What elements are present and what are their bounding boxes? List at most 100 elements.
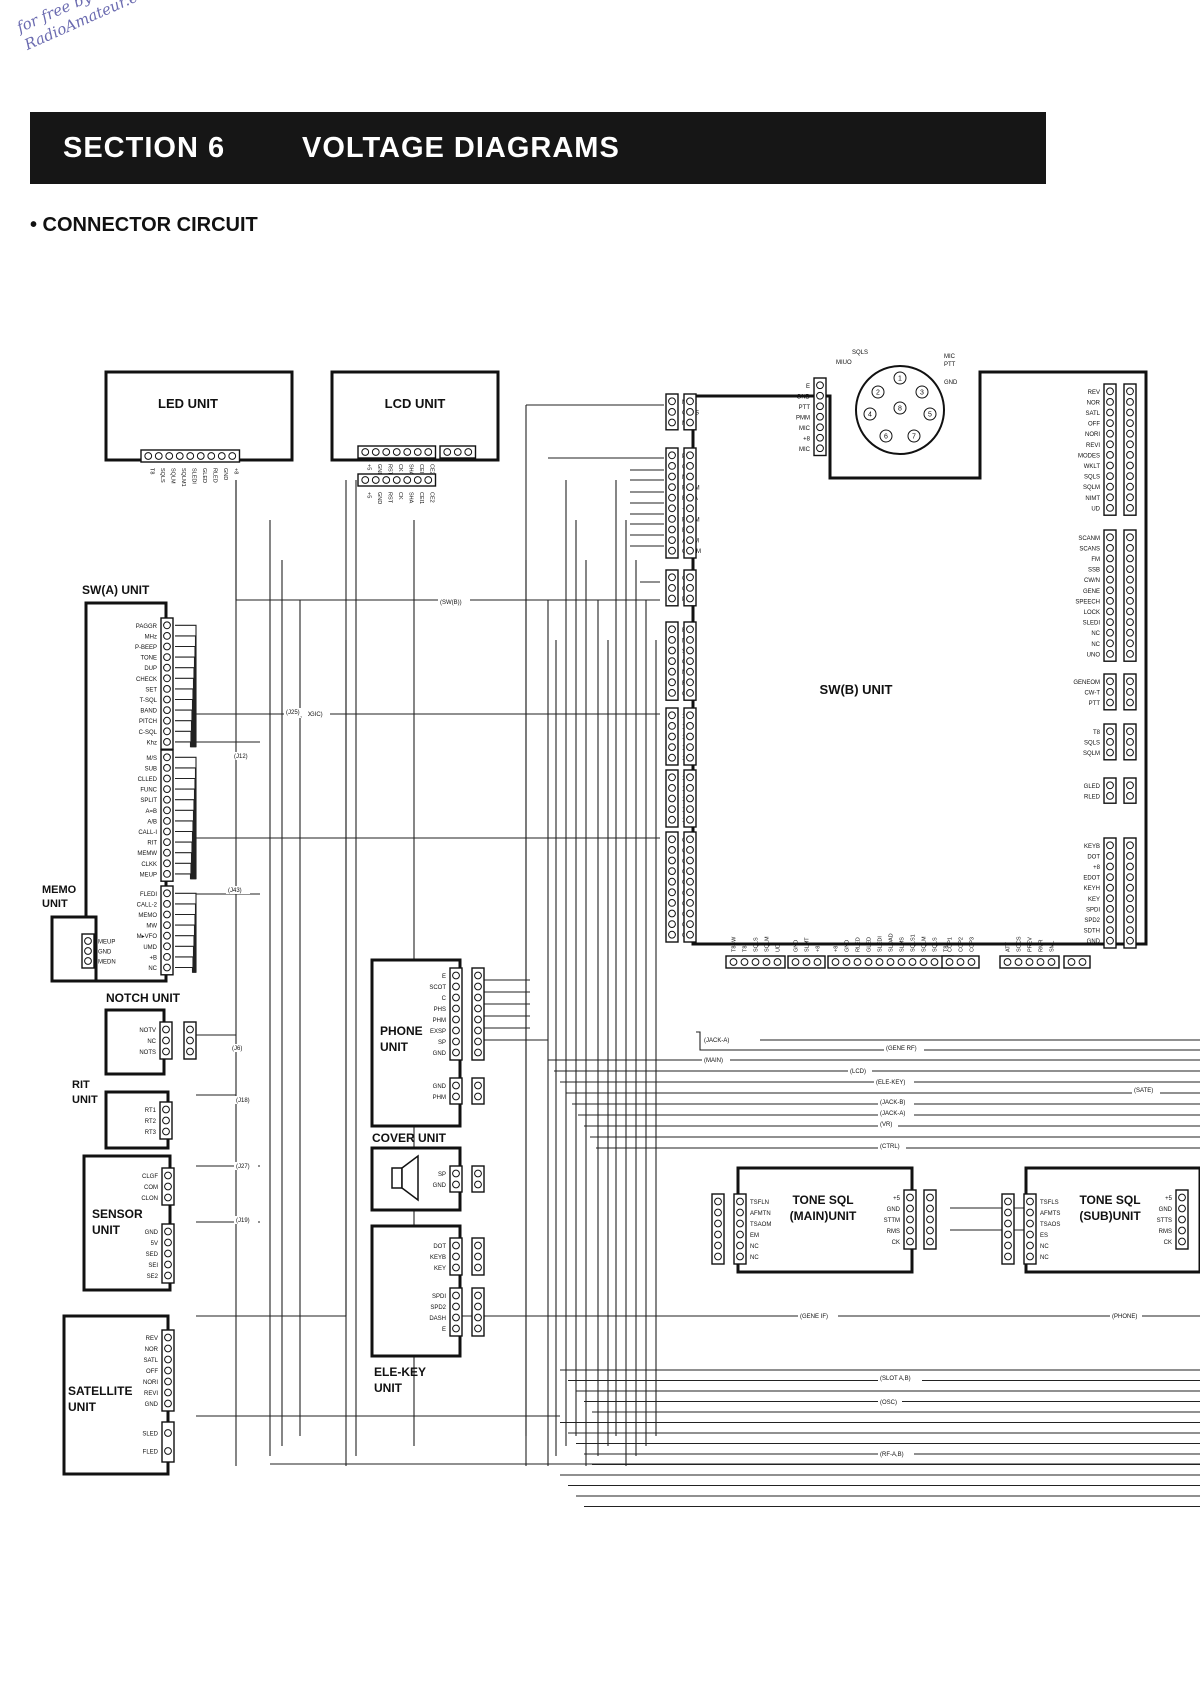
signal-label: (OSC) <box>880 1400 897 1406</box>
tone-main-connector-j1-pin-label: AFMTN <box>750 1211 771 1217</box>
swb-connector-j8-pin-label: T8 <box>743 946 749 952</box>
swa-connector-j3-pin <box>163 931 171 940</box>
swb-connector-j33-pin-label: KEYH <box>1084 886 1100 892</box>
swb-connector-j2-pin <box>668 525 676 534</box>
subheading: • CONNECTOR CIRCUIT <box>30 214 258 236</box>
swb-connector-j10-pin <box>875 958 884 966</box>
swb-connector-j2-pin <box>668 536 676 544</box>
tone-main-connector-p84-pin <box>926 1237 934 1246</box>
sensor-connector-j1-pin <box>164 1182 172 1191</box>
wire <box>175 698 194 748</box>
swb-connector-j17-out-pin <box>1126 639 1134 648</box>
mic-connector-pin <box>816 433 824 442</box>
swb-connector-j11-pin <box>945 958 954 966</box>
signal-label: (J18) <box>236 1098 250 1104</box>
signal-label-bg <box>234 1096 258 1104</box>
swb-connector-j33-pin-label: KEYB <box>1084 844 1100 850</box>
swb-connector-j2-in-pin <box>686 525 694 534</box>
swa-connector-j1-pin <box>163 653 171 661</box>
signal-label-bg <box>878 1142 906 1150</box>
lcd-connector-cn1-pin-label: SHA <box>407 464 413 476</box>
swb-connector-j2-in-pin <box>686 504 694 513</box>
swb-connector-p22-pin <box>1126 698 1134 707</box>
tone-main-connector-j1-pin-label: TSAOM <box>750 1222 771 1228</box>
wire <box>175 945 195 973</box>
swb-connector-j16-out-pin <box>1126 461 1134 470</box>
speaker-icon <box>391 1167 403 1189</box>
phone-connector-j2-pin-label: PHS <box>434 1007 446 1013</box>
swb-connector-j7-in-pin <box>686 846 694 854</box>
led-connector-pin-label: RLED <box>211 468 217 483</box>
tone-main-connector-j1-pin <box>736 1219 744 1228</box>
swb-connector-j17-out-pin <box>1126 607 1134 616</box>
swb-connector-j10-pin-label: T8 <box>944 946 950 952</box>
swa-connector-j1-body <box>160 617 174 750</box>
tone-main-connector-p85-pin <box>714 1197 722 1206</box>
swb-connector-j7-in-pin <box>686 899 694 907</box>
swb-connector-j33-pin-label: DOT <box>1087 854 1100 860</box>
swa-connector-j2-pin-label: CLLED <box>138 777 158 783</box>
signal-label: (LOGIC) <box>300 712 323 718</box>
phone-connector-p30-pin <box>474 971 482 980</box>
swb-connector-p22-pin <box>1126 677 1134 686</box>
swb-connector-j17-pin <box>1106 533 1114 542</box>
swb-connector-j33-pin <box>1106 862 1114 871</box>
swb-connector-j7-pin <box>668 920 676 928</box>
sensor-connector-j1-pin-label: CLON <box>141 1196 158 1202</box>
signal-label-bg <box>232 752 256 760</box>
tone-main-connector-p85-pin <box>714 1241 722 1250</box>
signal-label: (LCD) <box>850 1069 866 1075</box>
satellite-connector-j1-pin <box>164 1344 172 1353</box>
swb-connector-j16-pin-label: REV <box>1088 390 1100 396</box>
swb-connector-j4-pin <box>668 678 676 687</box>
tone-main-connector-p85-pin <box>714 1208 722 1217</box>
swb-connector-j16-pin-label: UD <box>1091 506 1100 512</box>
swb-connector-j22-pin <box>1106 688 1114 696</box>
swa-connector-j1-pin-label: MHz <box>145 634 157 640</box>
swb-connector-j33-pin-label: KEY <box>1088 897 1100 903</box>
swb-connector-j6-pin <box>668 784 676 792</box>
swb-connector-j3-in-pin <box>686 594 694 603</box>
mic-pin-number: 8 <box>898 406 902 413</box>
phone-unit-box <box>370 958 462 1128</box>
swb-connector-j17-out-pin <box>1126 533 1134 542</box>
signal-label-bg <box>234 1216 258 1224</box>
swa-connector-j1-pin-label: T-SQL <box>140 698 158 704</box>
swb-connector-j33-pin <box>1106 905 1114 913</box>
swb-connector-j4-pin <box>668 646 676 655</box>
swb-connector-j4-in-pin <box>686 667 694 676</box>
swb-connector-j16-pin-label: MODES <box>1078 453 1100 459</box>
swa-connector-j2-pin-label: A=B <box>145 809 157 815</box>
tone-sub-connector-j1-pin-label: TSFLS <box>1040 1200 1059 1206</box>
signal-label-layer: (SW(B))(LOGIC)(J25)(J12)(J43)(J6)(J18)(J… <box>226 598 1160 1458</box>
sensor-connector-j1-pin-label: CLGF <box>142 1174 158 1180</box>
swa-connector-j1-pin <box>163 642 171 651</box>
swb-connector-p23-pin <box>1126 852 1134 860</box>
tone-main-connector-j1-pin <box>736 1241 744 1250</box>
phone-connector-p1-pin <box>474 1092 482 1101</box>
swa-connector-j2-pin <box>163 817 171 825</box>
signal-label: (SW(B)) <box>440 600 462 606</box>
wire <box>175 913 196 973</box>
signal-label: (GENE RF) <box>886 1046 917 1052</box>
swa-connector-j3-pin-label: CALL-2 <box>137 902 158 908</box>
tone-main-connector-j1-pin <box>736 1197 744 1206</box>
wire <box>696 1031 1200 1051</box>
swb-connector-j10-pin-label: RLED <box>856 937 862 952</box>
swb-connector-p23-pin <box>1126 905 1134 913</box>
signal-label-bg <box>878 1450 914 1458</box>
swb-connector-j6-in-pin <box>686 815 694 824</box>
swb-connector-j1-in-pin <box>686 418 694 427</box>
swb-connector-j8-pin <box>751 958 760 966</box>
signal-label: (J12) <box>234 754 248 760</box>
notch-connector-pin-label: NOTV <box>139 1028 156 1034</box>
tone-main-connector-j2-pin <box>906 1193 914 1202</box>
swa-connector-j2-pin <box>163 764 171 772</box>
swb-connector-j11-pin-label: COP3 <box>970 937 976 952</box>
swb-connector-j5-in-pin <box>686 722 694 730</box>
tone-main-connector-p85-pin <box>714 1230 722 1239</box>
swb-connector-j6-in-pin <box>686 784 694 792</box>
elekey-connector-p1-pin-label: KEYB <box>430 1255 446 1261</box>
elekey-connector-p92-pin <box>474 1313 482 1322</box>
